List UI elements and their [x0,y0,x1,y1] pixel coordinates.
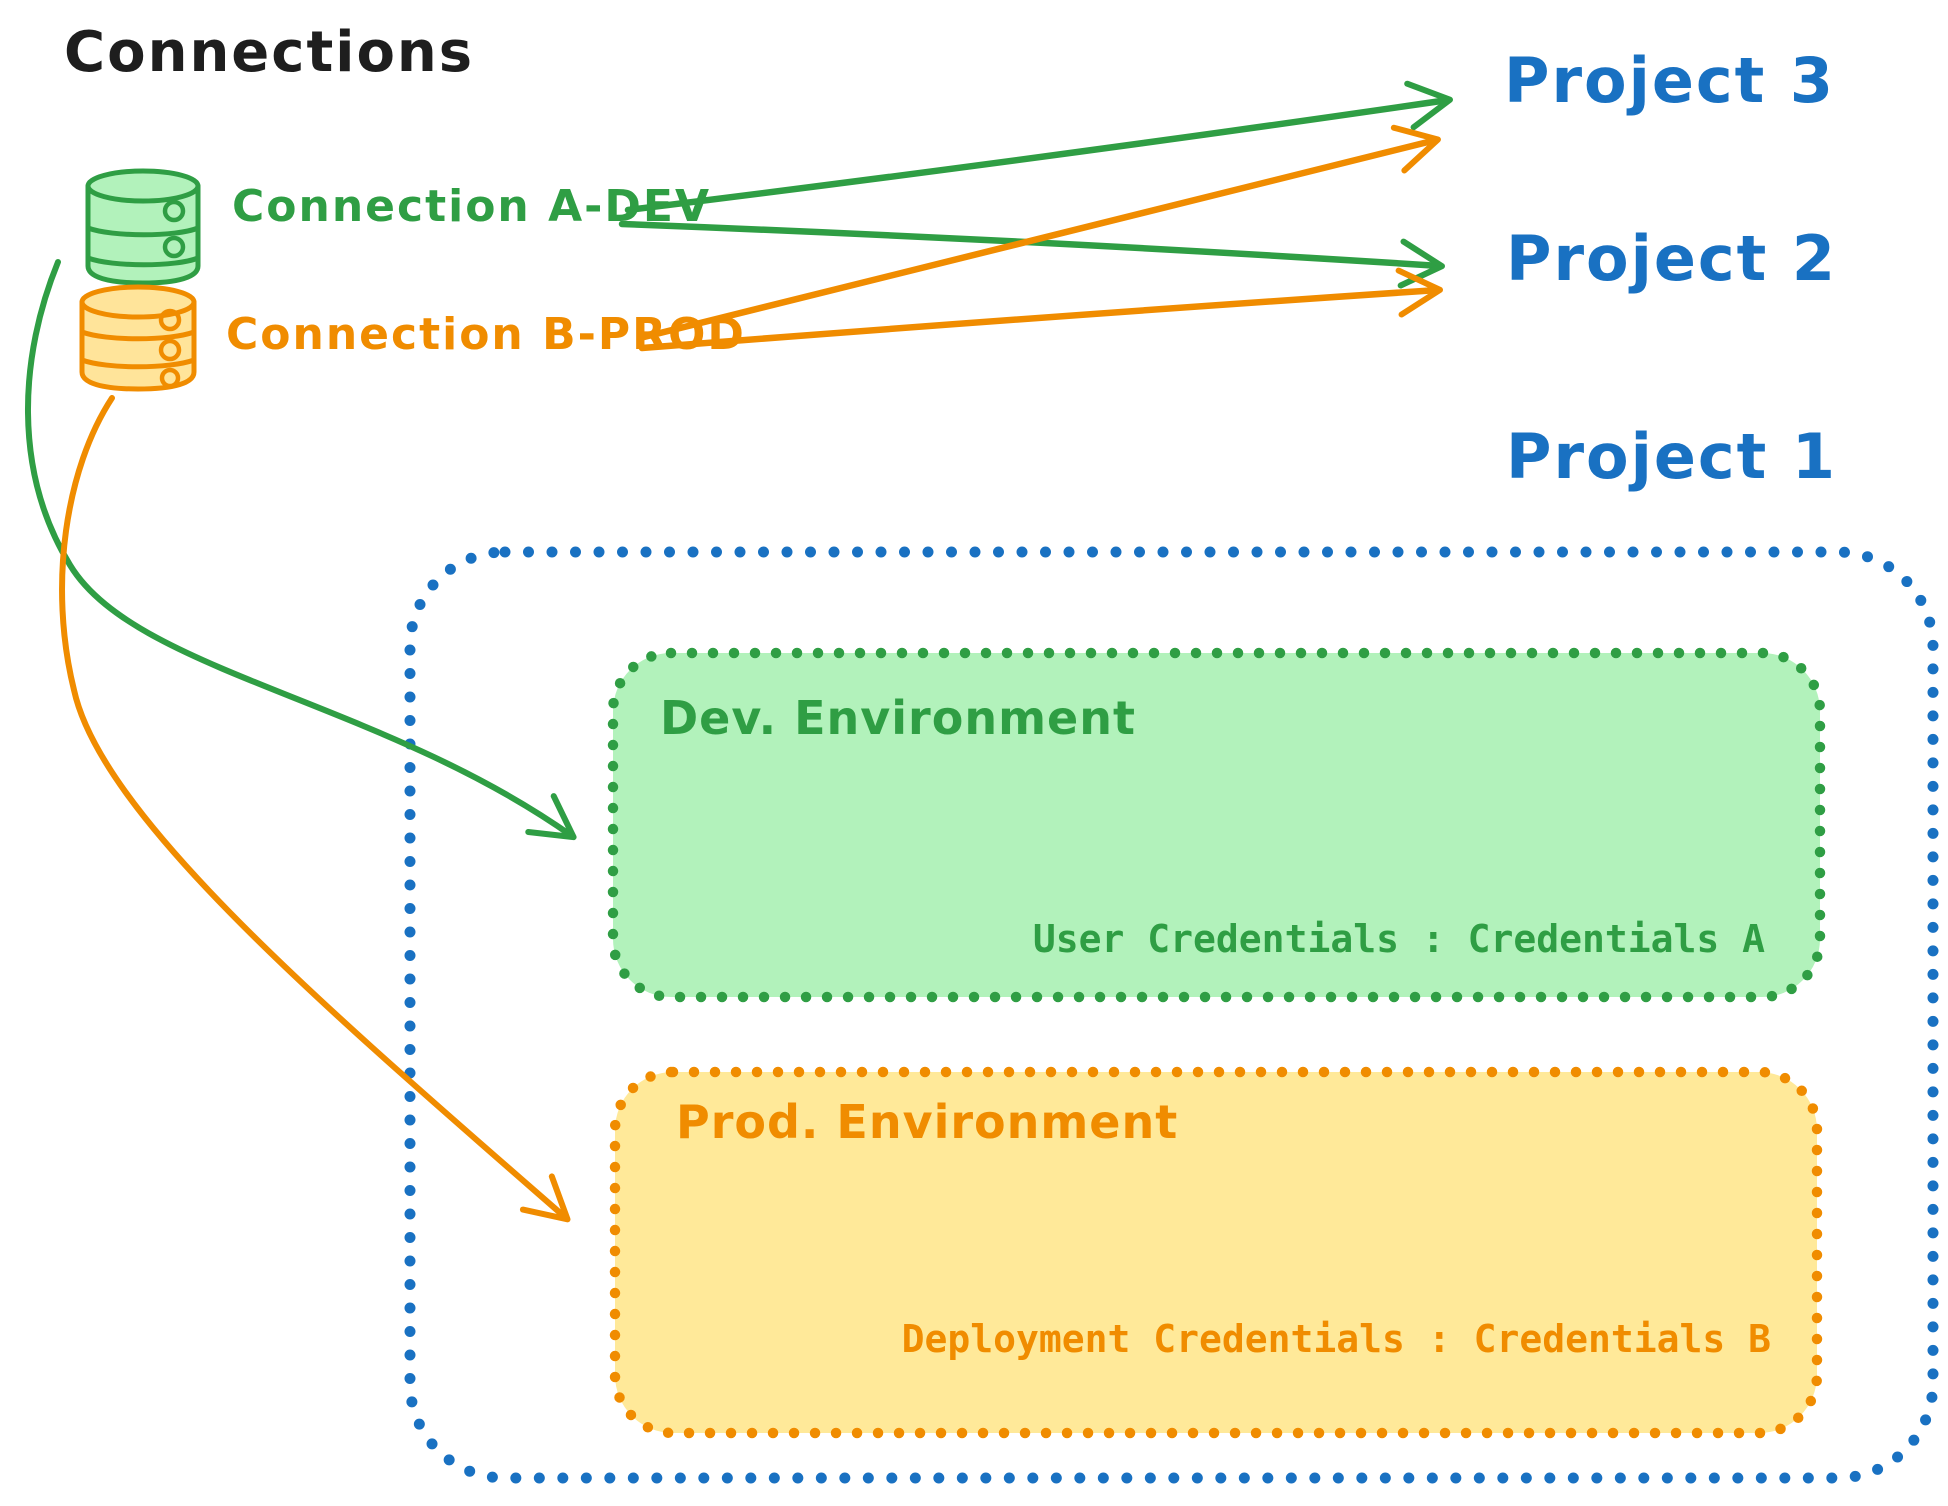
arrow-b-prod-to-project-3 [636,124,1441,342]
dev-environment-credentials: User Credentials : Credentials A [1032,917,1765,961]
prod-environment-credentials: Deployment Credentials : Credentials B [901,1317,1771,1361]
arrow-b-prod-to-prod-environment [59,395,571,1223]
database-icon [79,284,197,392]
project-1-label: Project 1 [1506,420,1838,493]
arrow-a-dev-to-project-3 [624,80,1453,214]
arrow-a-dev-to-project-2 [618,220,1445,289]
dev-environment-title: Dev. Environment [660,691,1136,745]
database-icon [85,168,201,286]
project1-container-box [404,546,1939,1484]
arrow-a-dev-to-dev-environment [25,259,577,841]
connection-b-prod-label: Connection B-PROD [226,309,746,360]
project-2-label: Project 2 [1506,222,1838,295]
prod-environment-box [609,1066,1823,1439]
dev-environment-box [607,647,1826,1003]
prod-environment-title: Prod. Environment [676,1095,1179,1149]
arrow-b-prod-to-project-2 [638,267,1443,352]
diagram-title: Connections [64,20,475,85]
project-3-label: Project 3 [1504,44,1836,117]
connection-a-dev-label: Connection A-DEV [232,181,712,232]
